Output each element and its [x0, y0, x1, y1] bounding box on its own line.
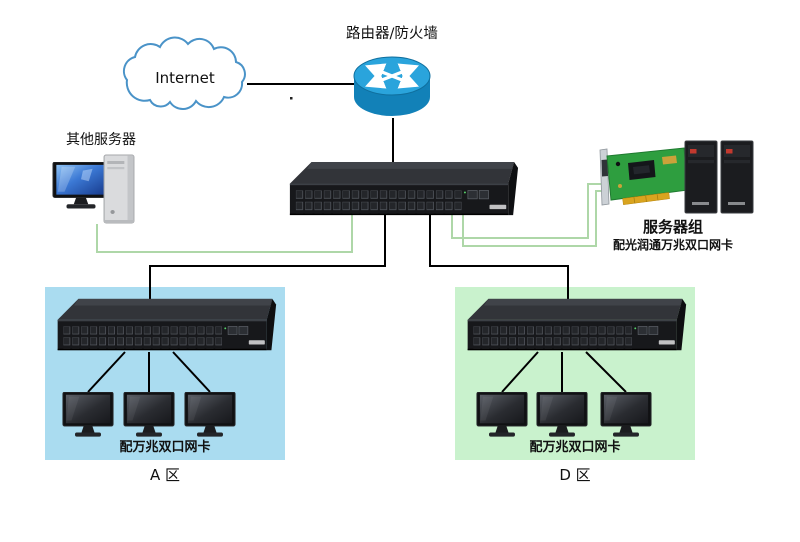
- other-server-monitor: [52, 162, 110, 210]
- link-zone-a-pc-3: [172, 351, 211, 393]
- stray-dot: [290, 97, 293, 100]
- zone-a-note-label: 配万兆双口网卡: [119, 440, 211, 455]
- server-tower-1: [684, 140, 718, 214]
- server-tower-2: [720, 140, 754, 214]
- internet-label: Internet: [155, 69, 215, 87]
- link-core-zone-a-switch: [149, 215, 386, 302]
- link-zone-a-pc-1: [87, 351, 126, 393]
- router-firewall-label: 路由器/防火墙: [346, 26, 438, 42]
- other-server-label: 其他服务器: [66, 132, 136, 148]
- link-zone-d-pc-3: [585, 351, 627, 393]
- server-group: [684, 140, 754, 214]
- link-zone-d-pc-1: [501, 351, 539, 393]
- nic-card: [599, 147, 689, 206]
- link-core-zone-d-switch: [429, 215, 569, 302]
- green-links: [96, 183, 604, 253]
- zone-d-switch: [467, 298, 687, 351]
- zone-a-switch: [57, 298, 277, 351]
- zone-d-note-label: 配万兆双口网卡: [529, 440, 621, 455]
- other-server-group: [52, 154, 135, 224]
- router-firewall-icon: [353, 56, 431, 116]
- server-group-note-label: 配光润通万兆双口网卡: [612, 238, 733, 252]
- internet-cloud: [122, 36, 246, 111]
- router-cross-arrows-icon: [365, 63, 419, 89]
- core-switch: [289, 161, 519, 216]
- zone-d-name-label: D 区: [559, 466, 591, 484]
- link-core-other-server: [96, 214, 353, 253]
- link-core-nic-2: [462, 190, 604, 247]
- server-group-label: 服务器组: [642, 218, 703, 236]
- zone-a-name-label: A 区: [149, 466, 181, 484]
- black-links: [87, 83, 627, 393]
- other-server-tower: [103, 154, 135, 224]
- link-core-nic-1: [451, 183, 604, 239]
